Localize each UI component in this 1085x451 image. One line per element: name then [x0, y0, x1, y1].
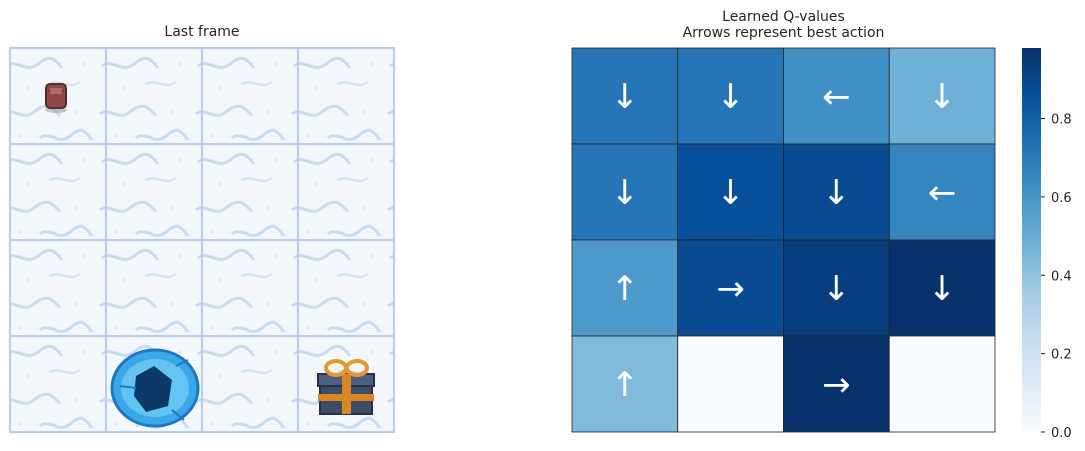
colorbar-tick-label: 0.0: [1051, 426, 1072, 441]
best-action-arrow: ←: [928, 173, 957, 213]
best-action-arrow: ↓: [716, 77, 745, 117]
ice-tile: [297, 47, 395, 145]
heatmap-cell: [571, 143, 679, 241]
best-action-arrow: →: [716, 269, 745, 309]
ice-tile: [9, 239, 107, 337]
goal-gift-icon: [317, 359, 375, 415]
best-action-arrow: →: [822, 365, 851, 405]
best-action-arrow: ↑: [611, 269, 640, 309]
colorbar-tick-label: 0.6: [1051, 191, 1072, 206]
heatmap-cell: [677, 47, 784, 145]
heatmap-cell: [888, 239, 996, 337]
ice-tile: [201, 143, 299, 241]
colorbar-tick-label: 0.2: [1051, 348, 1072, 363]
best-action-arrow: ↓: [928, 269, 957, 309]
best-action-arrow: ↓: [716, 173, 745, 213]
frozen-lake-frame: [9, 47, 395, 433]
heatmap-cell: [677, 239, 784, 337]
heatmap-cell: [677, 335, 784, 433]
colorbar-gradient: [1022, 48, 1041, 432]
heatmap-cell: [783, 239, 890, 337]
ice-tile: [9, 335, 107, 433]
last-frame-title: Last frame: [164, 24, 240, 40]
heatmap-cell: [677, 143, 784, 241]
best-action-arrow: ↓: [822, 173, 851, 213]
heatmap-cell: [571, 239, 679, 337]
best-action-arrow: ↑: [611, 365, 640, 405]
heatmap-title-line2: Arrows represent best action: [682, 25, 885, 41]
best-action-arrow: ↓: [928, 77, 957, 117]
colorbar-tick-label: 0.8: [1051, 113, 1072, 128]
hole-icon: [110, 348, 200, 428]
ice-tile: [9, 143, 107, 241]
heatmap-cell: [783, 143, 890, 241]
heatmap-cell: [571, 335, 679, 433]
best-action-arrow: ←: [822, 77, 851, 117]
heatmap-cell: [888, 47, 996, 145]
ice-tile: [201, 47, 299, 145]
ice-tile: [105, 143, 203, 241]
ice-tile: [201, 239, 299, 337]
heatmap-title-line1: Learned Q-values: [722, 9, 845, 25]
best-action-arrow: ↓: [611, 173, 640, 213]
ice-tile: [297, 143, 395, 241]
agent-icon: [45, 83, 67, 113]
colorbar-tick-label: 0.4: [1051, 269, 1072, 284]
heatmap-cell: [783, 335, 890, 433]
best-action-arrow: ↓: [822, 269, 851, 309]
ice-tile: [105, 47, 203, 145]
colorbar: 0.0 0.2 0.4 0.6 0.8: [1022, 48, 1072, 441]
heatmap-cell: [888, 143, 996, 241]
best-action-arrow: ↓: [611, 77, 640, 117]
ice-tile: [201, 335, 299, 433]
ice-tile: [297, 239, 395, 337]
ice-tile: [105, 239, 203, 337]
q-value-heatmap: ↓ ↓ ← ↓ ↓ ↓ ↓ ← ↑ → ↓ ↓ ↑ →: [571, 47, 996, 433]
heatmap-cell: [888, 335, 996, 433]
